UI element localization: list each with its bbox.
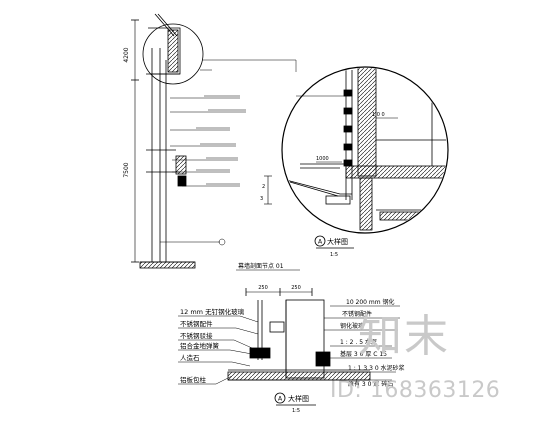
parapet-wall (167, 29, 179, 73)
floor-slab (345, 165, 447, 179)
upper-title: 幕墙剖面节点 01 (238, 262, 284, 270)
lower-right-label-7: 原有 3 0 厚 碎石 (348, 380, 393, 388)
detail-a-scale: 1:5 (330, 252, 338, 258)
detail-a-title: 大样图 (327, 237, 348, 246)
lower-right-label-6: 1 : 1 3 3 0 水泥砂浆 (348, 364, 405, 372)
lower-section (227, 288, 371, 381)
lower-detail-marker (274, 392, 286, 404)
ground-slab (139, 261, 196, 269)
detail-a-marker-letter: A (318, 239, 323, 246)
lower-detail-marker-letter: A (278, 396, 283, 403)
detail-a-circle (281, 66, 449, 234)
concrete-wall (357, 68, 377, 177)
detail-a-callout-1: 1 0 0 (372, 112, 385, 118)
elevation-leaders (160, 97, 246, 246)
lower-title: 大样图 (288, 394, 309, 403)
lower-right-label-5: 基层 3 0 厚 C 15 (340, 350, 387, 358)
detail-a-marker (314, 235, 326, 247)
watermark-id: ID: 168363126 (330, 378, 501, 403)
lower-dim-1: 250 (258, 285, 268, 291)
elevation-leader-text-ticks (196, 95, 246, 185)
callout-connector (202, 59, 297, 72)
lower-left-leaders (178, 315, 259, 385)
lower-scale: 1:5 (292, 408, 300, 414)
lower-left-label-6: 铝板包柱 (180, 375, 207, 384)
lower-right-label-2: 不锈钢配件 (342, 310, 372, 318)
detail-a-callout-2: 1000 (316, 156, 329, 162)
upper-dim-1: 4200 (123, 47, 130, 62)
detail-a-callout-4: 3 (260, 196, 263, 202)
lower-left-label-4: 铝合金地弹簧 (180, 341, 220, 350)
lower-right-label-3: 钢化玻璃 (340, 322, 364, 330)
lower-right-label-4: 1 : 2 . 5 水泥 (340, 338, 377, 346)
watermark-logo: 知末 (358, 311, 450, 362)
upper-dim-2: 7500 (123, 162, 130, 177)
facade-elevation (131, 13, 196, 269)
lower-left-label-3: 不锈钢驳接 (180, 331, 213, 340)
lower-left-label-5: 人造石 (180, 353, 200, 362)
detail-a (264, 66, 449, 234)
lower-left-label-1: 12 mm 无钉钢化玻璃 (180, 307, 245, 316)
detail-callout-circle-small (142, 23, 204, 85)
lower-right-label-1: 10 200 mm 钢化 (346, 298, 395, 306)
lower-right-leaders (324, 305, 400, 381)
lower-dim-2: 250 (291, 285, 301, 291)
lower-left-label-2: 不锈钢配件 (180, 319, 213, 328)
detail-a-callout-3: 2 (262, 184, 265, 190)
